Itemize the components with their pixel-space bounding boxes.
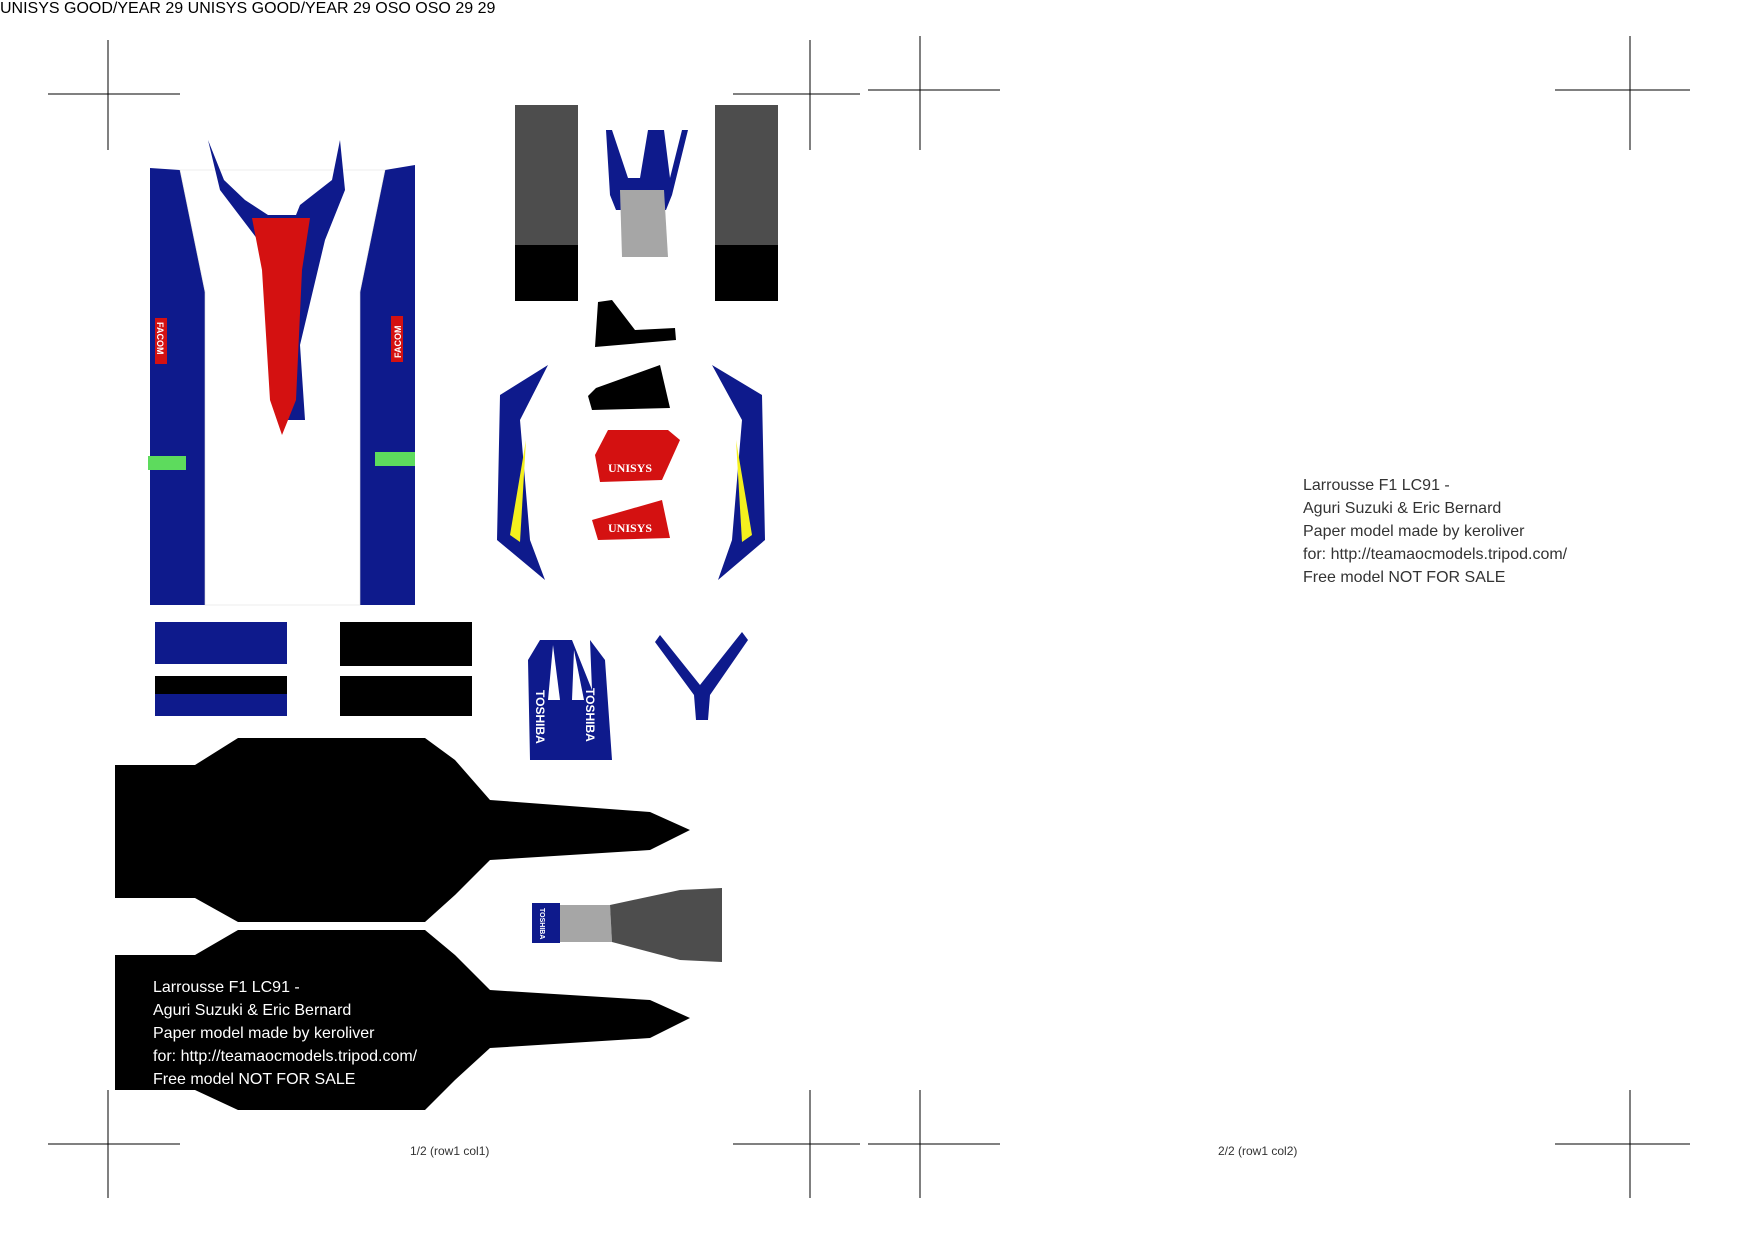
sidepod-tops bbox=[515, 105, 778, 301]
sidepod-side-panels bbox=[497, 365, 765, 580]
toshiba-cover: TOSHIBA TOSHIBA bbox=[528, 640, 612, 760]
credit-line-title: Larrousse F1 LC91 - bbox=[1303, 477, 1450, 494]
unisys-plates: UNISYS UNISYS bbox=[592, 430, 680, 540]
credit-line-title: Larrousse F1 LC91 - bbox=[153, 979, 300, 996]
credit-line-url: for: http://teamaocmodels.tripod.com/ bbox=[1303, 546, 1568, 563]
svg-text:TOSHIBA: TOSHIBA bbox=[533, 690, 547, 744]
page-label-right: 2/2 (row1 col2) bbox=[1218, 1144, 1298, 1158]
svg-text:FACOM: FACOM bbox=[393, 326, 403, 359]
svg-text:TOSHIBA: TOSHIBA bbox=[538, 908, 545, 939]
page-label-left: 1/2 (row1 col1) bbox=[410, 1144, 490, 1158]
svg-text:TOSHIBA: TOSHIBA bbox=[583, 688, 597, 742]
facom-logo-left: FACOM bbox=[155, 318, 167, 364]
y-wing-element bbox=[655, 632, 748, 720]
black-wing-plates bbox=[588, 300, 676, 410]
rear-exhaust: TOSHIBA bbox=[532, 888, 722, 962]
cockpit-strip bbox=[606, 130, 688, 257]
credit-line-license: Free model NOT FOR SALE bbox=[153, 1071, 356, 1088]
svg-text:FACOM: FACOM bbox=[155, 322, 165, 355]
credit-block-right: Larrousse F1 LC91 - Aguri Suzuki & Eric … bbox=[1303, 474, 1567, 589]
credit-line-license: Free model NOT FOR SALE bbox=[1303, 569, 1506, 586]
svg-text:UNISYS: UNISYS bbox=[608, 521, 652, 535]
credit-line-drivers: Aguri Suzuki & Eric Bernard bbox=[1303, 500, 1502, 517]
credit-line-drivers: Aguri Suzuki & Eric Bernard bbox=[153, 1002, 352, 1019]
number-panels: UNISYS GOOD/YEAR 29 UNISYS GOOD/YEAR 29 bbox=[0, 0, 371, 17]
crop-marks bbox=[48, 36, 1690, 1198]
svg-text:UNISYS: UNISYS bbox=[608, 461, 652, 475]
credit-line-url: for: http://teamaocmodels.tripod.com/ bbox=[153, 1048, 418, 1065]
floor-piece-bottom bbox=[115, 930, 690, 1110]
credit-block-left: Larrousse F1 LC91 - Aguri Suzuki & Eric … bbox=[153, 976, 417, 1091]
rear-wing-endplate: OSO OSO 29 29 bbox=[375, 0, 496, 17]
side-strips bbox=[155, 622, 472, 716]
floor-piece-top bbox=[115, 738, 690, 922]
facom-logo-right: FACOM bbox=[391, 316, 403, 362]
body-side-panels: FACOM FACOM bbox=[148, 140, 415, 606]
credit-line-author: Paper model made by keroliver bbox=[153, 1025, 375, 1042]
credit-line-author: Paper model made by keroliver bbox=[1303, 523, 1525, 540]
